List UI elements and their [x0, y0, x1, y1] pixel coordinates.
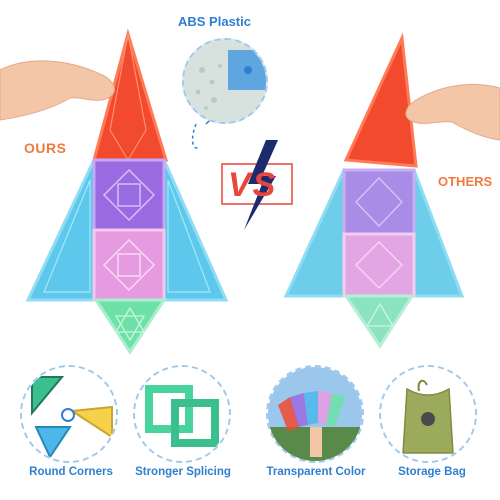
storage-bag-image: [379, 365, 477, 463]
abs-plastic-label: ABS Plastic: [178, 14, 251, 29]
vs-badge: VS: [218, 140, 298, 230]
others-purple-square: [342, 168, 416, 236]
lightning-icon: [244, 140, 278, 230]
transparent-color-image: [266, 365, 364, 463]
ours-left-cyan-triangle: [25, 159, 96, 302]
left-hand: [0, 60, 115, 121]
ours-pink-square: [92, 228, 166, 302]
right-hand: [405, 83, 500, 141]
round-corners-image: [20, 365, 118, 463]
others-green-triangle: [343, 294, 415, 349]
others-label: OTHERS: [438, 174, 493, 189]
ours-green-triangle: [93, 298, 167, 355]
round-corners-caption: Round Corners: [29, 466, 113, 478]
stronger-splicing-image: [133, 365, 231, 463]
ours-right-cyan-triangle: [162, 159, 229, 302]
vs-text: VS: [228, 166, 278, 204]
bag-logo-icon: [421, 412, 435, 426]
stronger-splicing-caption: Stronger Splicing: [135, 466, 231, 478]
transparent-color-caption: Transparent Color: [266, 466, 366, 478]
others-red-triangle: [343, 32, 418, 168]
abs-plastic-zoom: [182, 38, 268, 124]
storage-bag-caption: Storage Bag: [398, 466, 466, 478]
others-pink-square: [342, 232, 416, 298]
abs-arrow: [191, 123, 201, 149]
ours-label: OURS: [24, 140, 67, 156]
